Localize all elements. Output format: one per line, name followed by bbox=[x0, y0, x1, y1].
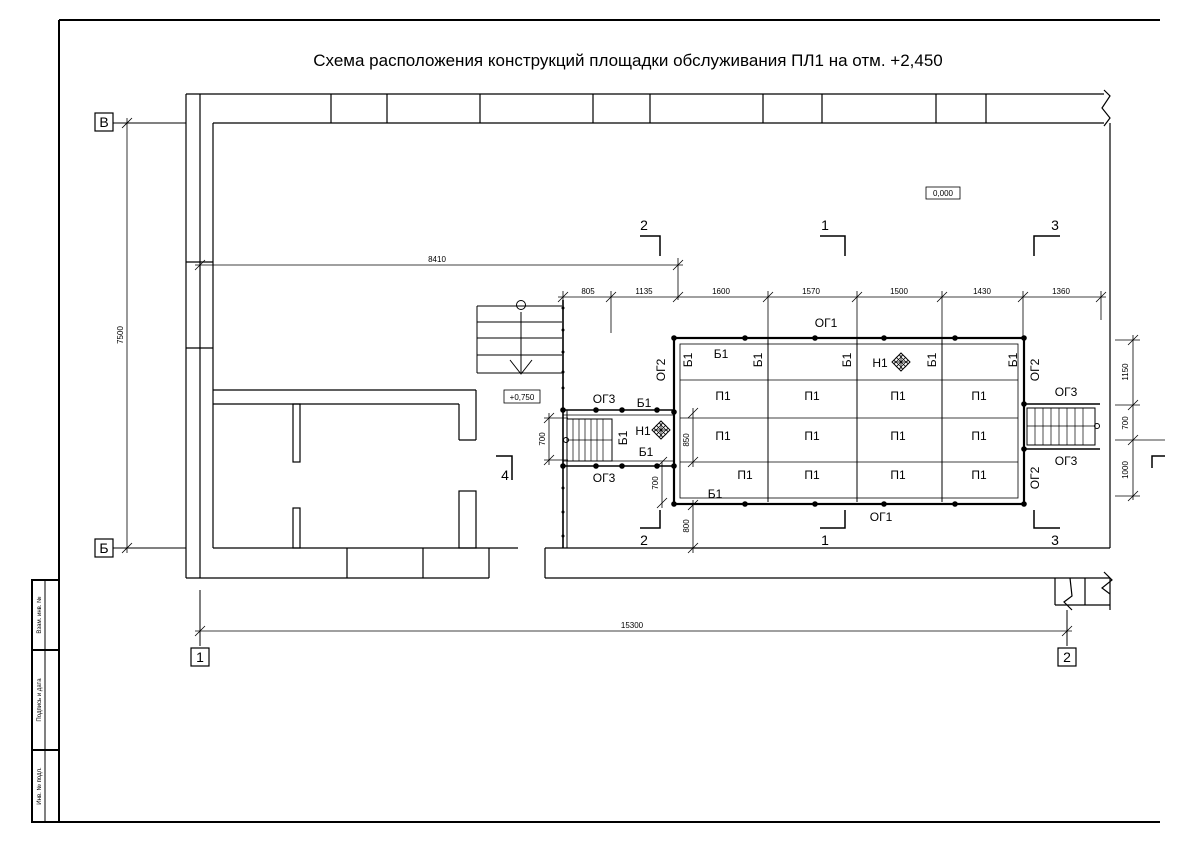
mark-b1-top: Б1 bbox=[714, 347, 729, 361]
mark-b1-v1: Б1 bbox=[681, 352, 695, 367]
sheet-frame bbox=[31, 19, 1160, 823]
dim-8410: 8410 bbox=[428, 255, 446, 264]
dim-700-right: 700 bbox=[1121, 416, 1130, 430]
mark-n1-stair: Н1 bbox=[635, 424, 651, 438]
dim-700-lower: 700 bbox=[651, 476, 660, 490]
dim-1150: 1150 bbox=[1121, 363, 1130, 381]
mark-og3-right-top: ОГ3 bbox=[1055, 385, 1078, 399]
mark-b1-stair-v: Б1 bbox=[616, 430, 630, 445]
mark-p1-r3c1: П1 bbox=[737, 468, 753, 482]
stamp-side-labels: Взам. инв. № Подпись и дата Инв. № подл. bbox=[36, 596, 43, 804]
section-2-bottom: 2 bbox=[640, 532, 648, 548]
dim-1500: 1500 bbox=[890, 287, 908, 296]
mark-p1-r2c3: П1 bbox=[890, 429, 906, 443]
dim-7500: 7500 bbox=[116, 326, 125, 344]
axis-label-v: В bbox=[99, 114, 108, 130]
mark-og3-right-bottom: ОГ3 bbox=[1055, 454, 1078, 468]
dim-1600: 1600 bbox=[712, 287, 730, 296]
stamp-sign-date: Подпись и дата bbox=[37, 678, 43, 722]
mark-og2-left: ОГ2 bbox=[654, 358, 668, 381]
stamp-inv-original: Инв. № подл. bbox=[36, 767, 43, 805]
mark-p1-r3c3: П1 bbox=[890, 468, 906, 482]
section-3-top: 3 bbox=[1051, 217, 1059, 233]
dim-700-left: 700 bbox=[538, 432, 547, 446]
mark-og3-left-top: ОГ3 bbox=[593, 392, 616, 406]
mark-og1-bottom: ОГ1 bbox=[870, 510, 893, 524]
mark-p1-r3c4: П1 bbox=[971, 468, 987, 482]
dim-1360: 1360 bbox=[1052, 287, 1070, 296]
hatch-symbol-platform bbox=[891, 352, 911, 372]
section-cut-markers bbox=[496, 235, 1165, 529]
stamp-inv-replace: Взам. инв. № bbox=[36, 596, 43, 633]
mark-b1-stair-bottom: Б1 bbox=[639, 445, 654, 459]
mark-p1-r2c1: П1 bbox=[715, 429, 731, 443]
mark-p1-r2c2: П1 bbox=[804, 429, 820, 443]
axis-label-b: Б bbox=[99, 540, 108, 556]
mark-p1-r1c3: П1 bbox=[890, 389, 906, 403]
dim-1135: 1135 bbox=[635, 287, 653, 296]
section-4: 4 bbox=[501, 467, 509, 483]
mark-b1-bottom: Б1 bbox=[708, 487, 723, 501]
section-2-top: 2 bbox=[640, 217, 648, 233]
dim-850: 850 bbox=[682, 433, 691, 447]
mark-b1-v4: Б1 bbox=[925, 352, 939, 367]
dim-1000: 1000 bbox=[1121, 461, 1130, 479]
mark-b1-v5: Б1 bbox=[1006, 352, 1020, 367]
dim-15300: 15300 bbox=[621, 621, 644, 630]
right-small-stair bbox=[1024, 403, 1100, 450]
level-floor: 0,000 bbox=[933, 189, 954, 198]
drawing-title: Схема расположения конструкций площадки … bbox=[313, 51, 943, 70]
upper-stair bbox=[476, 300, 562, 375]
axis-label-2: 2 bbox=[1063, 649, 1071, 665]
section-3-bottom: 3 bbox=[1051, 532, 1059, 548]
mark-p1-r3c2: П1 bbox=[804, 468, 820, 482]
mark-n1-platform: Н1 bbox=[872, 356, 888, 370]
axis-label-1: 1 bbox=[196, 649, 204, 665]
axis-markers bbox=[94, 112, 1077, 667]
mark-b1-v2: Б1 bbox=[751, 352, 765, 367]
mark-og3-left-bottom: ОГ3 bbox=[593, 471, 616, 485]
section-1-top: 1 bbox=[821, 217, 829, 233]
mark-og2-right-bottom: ОГ2 bbox=[1028, 466, 1042, 489]
building-walls bbox=[185, 89, 1113, 611]
dim-805: 805 bbox=[581, 287, 595, 296]
dimension-lines bbox=[121, 117, 1165, 637]
level-box-floor bbox=[925, 186, 961, 200]
mark-b1-stair-top: Б1 bbox=[637, 396, 652, 410]
mark-p1-r1c1: П1 bbox=[715, 389, 731, 403]
level-stair: +0,750 bbox=[510, 393, 535, 402]
platform-nodes bbox=[560, 335, 1027, 507]
left-small-stair bbox=[562, 300, 674, 548]
mark-p1-r2c4: П1 bbox=[971, 429, 987, 443]
mark-p1-r1c2: П1 bbox=[804, 389, 820, 403]
section-1-bottom: 1 bbox=[821, 532, 829, 548]
mark-og1-top: ОГ1 bbox=[815, 316, 838, 330]
platform-pl1 bbox=[672, 336, 1026, 506]
dim-1570: 1570 bbox=[802, 287, 820, 296]
level-box-stair bbox=[503, 389, 541, 404]
mark-b1-v3: Б1 bbox=[840, 352, 854, 367]
mark-og2-right-top: ОГ2 bbox=[1028, 358, 1042, 381]
hatch-symbol-stair bbox=[651, 420, 671, 440]
dim-1430: 1430 bbox=[973, 287, 991, 296]
mark-p1-r1c4: П1 bbox=[971, 389, 987, 403]
dim-800: 800 bbox=[682, 519, 691, 533]
